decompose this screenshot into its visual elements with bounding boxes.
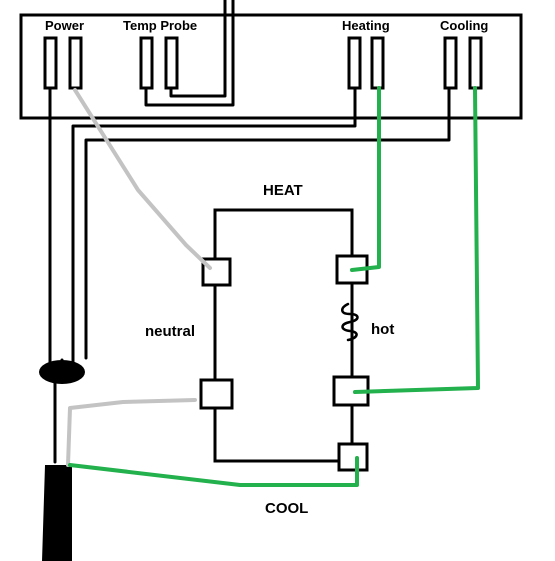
hot-label: hot: [371, 321, 394, 338]
hot-wire-supply: [68, 456, 359, 487]
hot-wire-heating: [350, 86, 381, 272]
temp-probe-prongs: [139, 36, 179, 90]
cooling-terminal-label: Cooling: [440, 18, 488, 33]
heating-element-symbol: [341, 302, 359, 342]
hot-wires: [68, 86, 480, 487]
wire-bundle-knot: [39, 360, 85, 384]
cool-label: COOL: [265, 500, 308, 517]
neutral-wire-cool: [66, 398, 197, 467]
temp-probe-terminal-label: Temp Probe: [123, 18, 197, 33]
heating-terminal-label: Heating: [342, 18, 390, 33]
cool-neutral-terminal: [199, 378, 234, 410]
neutral-wires: [66, 88, 212, 467]
hot-wire-cooling: [353, 86, 480, 394]
power-terminal-label: Power: [45, 18, 84, 33]
neutral-wire-heat: [73, 88, 212, 270]
controller-box: [19, 13, 523, 120]
outlet-hot-terminal: [337, 442, 369, 472]
temp-probe-cable: [144, 0, 235, 107]
heat-label: HEAT: [263, 182, 303, 199]
neutral-label: neutral: [145, 323, 195, 340]
relay-box: [213, 208, 354, 463]
power-cord: [42, 381, 72, 561]
